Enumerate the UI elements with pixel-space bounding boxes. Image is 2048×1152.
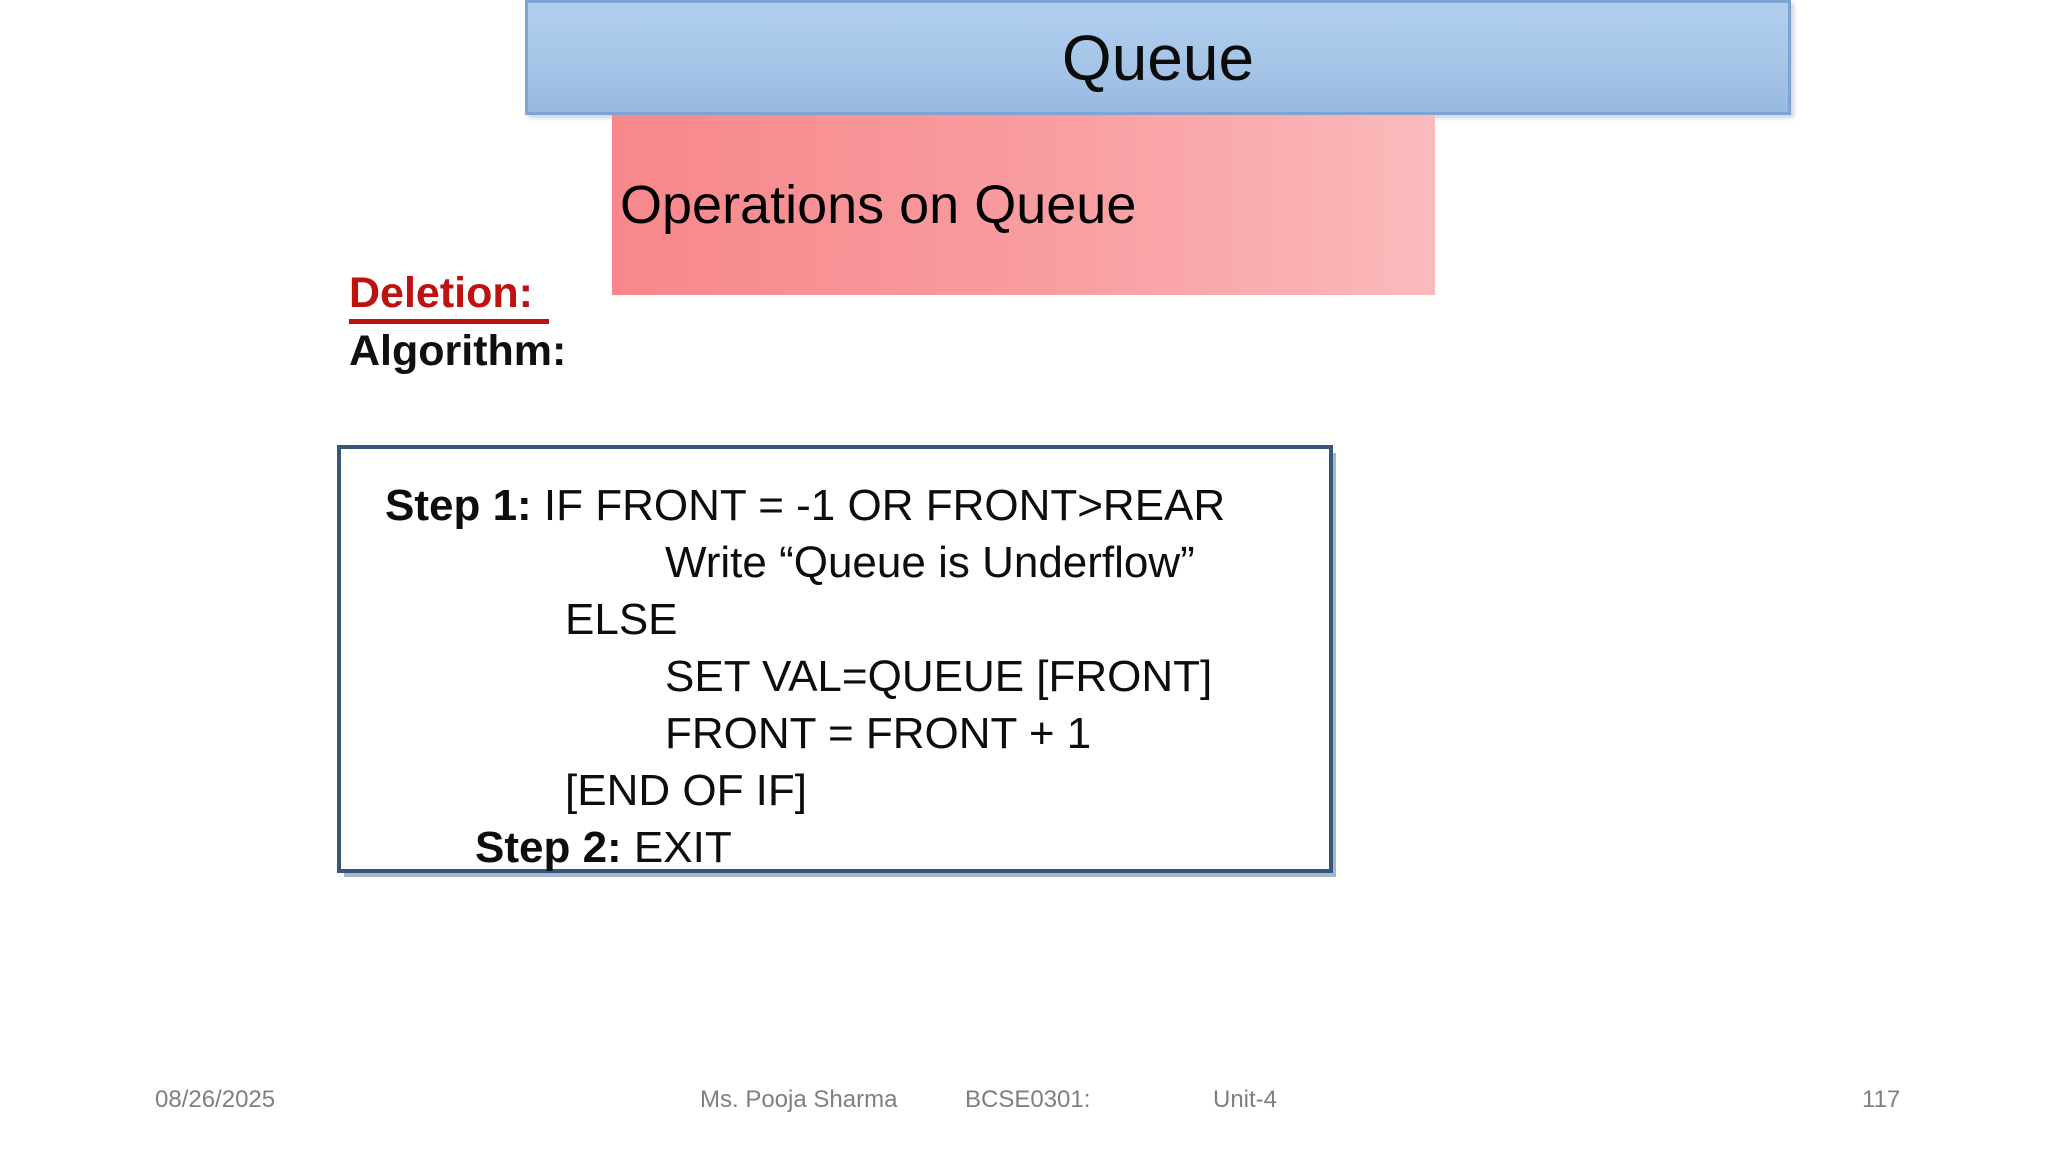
footer-date: 08/26/2025 — [155, 1086, 276, 1113]
footer-page-number: 117 — [1862, 1086, 1901, 1113]
deletion-heading-text: Deletion: — [349, 268, 549, 324]
footer-unit: Unit-4 — [1213, 1086, 1278, 1113]
deletion-heading: Deletion: — [349, 268, 549, 324]
algorithm-heading: Algorithm: — [349, 327, 567, 375]
algorithm-line: ELSE — [565, 595, 678, 644]
subtitle: Operations on Queue — [620, 175, 1137, 235]
step-label: Step 1: — [385, 481, 532, 530]
algorithm-line: FRONT = FRONT + 1 — [665, 709, 1092, 758]
title-banner: Queue — [525, 0, 1791, 115]
subtitle-banner: Operations on Queue — [612, 115, 1435, 295]
footer-course-code: BCSE0301: — [965, 1086, 1091, 1113]
algorithm-line: Write “Queue is Underflow” — [665, 538, 1195, 587]
footer-author: Ms. Pooja Sharma — [700, 1086, 898, 1113]
step-label: Step 2: — [475, 823, 622, 872]
algorithm-line: [END OF IF] — [565, 766, 807, 815]
algorithm-box: Step 1: IF FRONT = -1 OR FRONT>REAR Write… — [337, 445, 1333, 873]
algorithm-line: Step 2: EXIT — [475, 823, 732, 872]
algorithm-line: Step 1: IF FRONT = -1 OR FRONT>REAR — [385, 481, 1226, 530]
algorithm-line: SET VAL=QUEUE [FRONT] — [665, 652, 1213, 701]
page-title: Queue — [1061, 21, 1255, 94]
